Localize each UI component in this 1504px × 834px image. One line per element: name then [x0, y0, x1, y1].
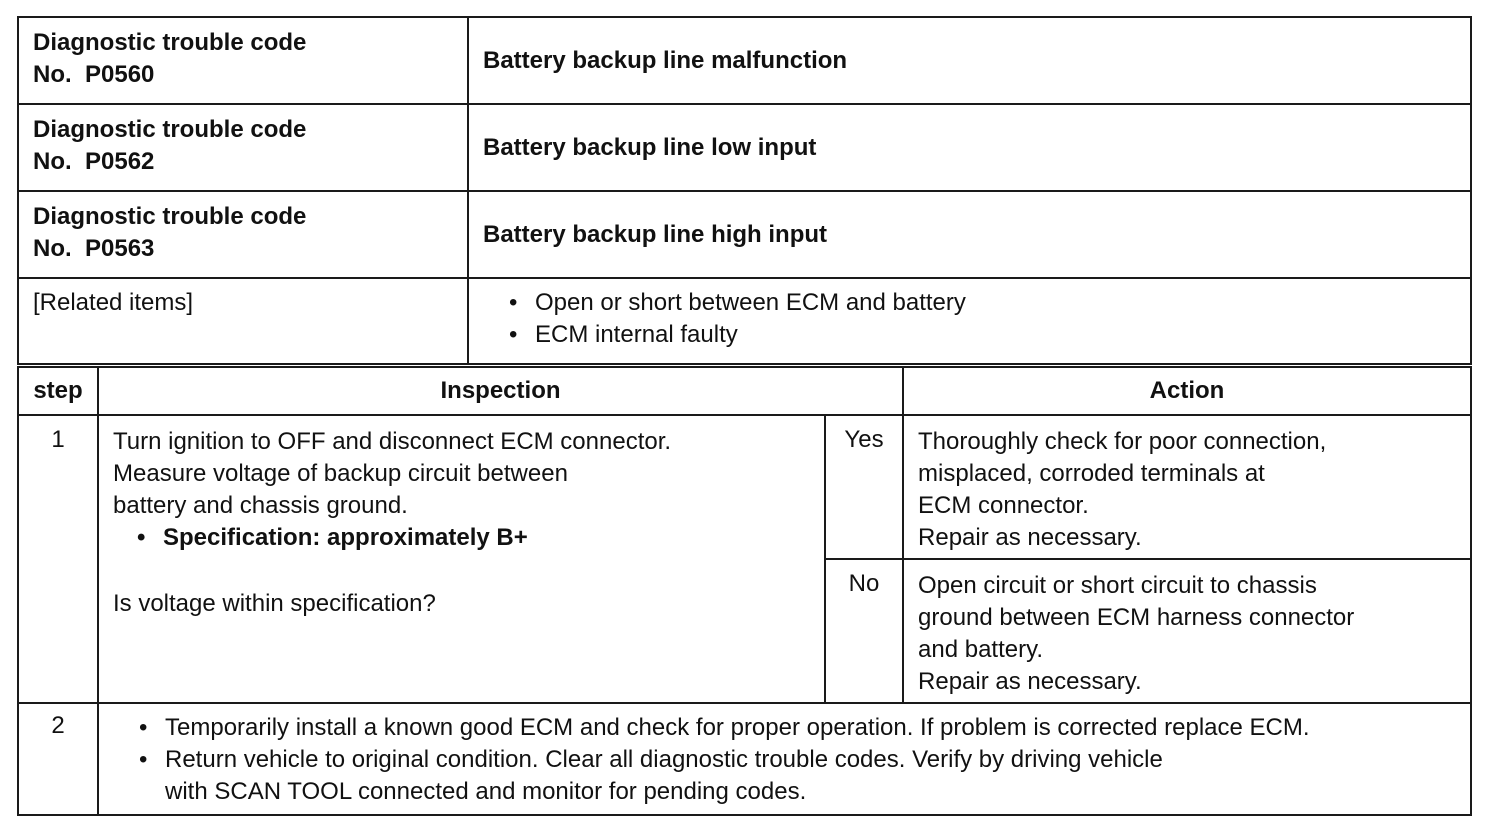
- related-items-label: [Related items]: [17, 277, 469, 365]
- dtc-code-cell: Diagnostic trouble code No. P0562: [17, 103, 469, 192]
- step-number: 2: [17, 702, 99, 816]
- no-label: No: [823, 558, 905, 704]
- step1-no-row: No Open circuit or short circuit to chas…: [18, 558, 1472, 704]
- dtc-description: Battery backup line malfunction: [467, 16, 1472, 105]
- step2-row: 2 •Temporarily install a known good ECM …: [17, 702, 1472, 816]
- step2-item-continuation: with SCAN TOOL connected and monitor for…: [165, 778, 807, 805]
- dtc-row: Diagnostic trouble code No. P0560 Batter…: [17, 16, 1472, 105]
- dtc-description: Battery backup line high input: [467, 190, 1472, 279]
- inspection-line: Turn ignition to OFF and disconnect ECM …: [113, 428, 672, 455]
- bullet-icon: •: [137, 524, 146, 551]
- header-step: step: [17, 366, 99, 416]
- step1-yes-row: 1 Turn ignition to OFF and disconnect EC…: [17, 414, 1472, 704]
- specification: •Specification: approximately B+: [113, 522, 824, 554]
- step-number: 1: [17, 414, 99, 704]
- bullet-icon: •: [139, 714, 148, 741]
- dtc-number: No. P0562: [33, 148, 155, 175]
- dtc-label: Diagnostic trouble code: [33, 29, 307, 56]
- bullet-icon: •: [139, 746, 148, 773]
- related-item: •Open or short between ECM and battery: [509, 287, 1470, 319]
- dtc-number: No. P0560: [33, 61, 155, 88]
- dtc-description: Battery backup line low input: [467, 103, 1472, 192]
- procedure-table: step Inspection Action 1 Turn ignition t…: [17, 366, 1472, 816]
- yes-action: Thoroughly check for poor connection, mi…: [902, 414, 1472, 560]
- dtc-row: Diagnostic trouble code No. P0562 Batter…: [17, 103, 1472, 192]
- inspection-line: Measure voltage of backup circuit betwee…: [113, 460, 568, 487]
- step2-item: •Return vehicle to original condition. C…: [139, 744, 1470, 776]
- dtc-label: Diagnostic trouble code: [33, 203, 307, 230]
- inspection-line: battery and chassis ground.: [113, 492, 408, 519]
- related-items-list: •Open or short between ECM and battery •…: [467, 277, 1472, 365]
- step2-item: •Temporarily install a known good ECM an…: [139, 712, 1470, 744]
- dtc-code-cell: Diagnostic trouble code No. P0560: [17, 16, 469, 105]
- dtc-label: Diagnostic trouble code: [33, 116, 307, 143]
- related-item: •ECM internal faulty: [509, 319, 1470, 351]
- inspection-question: Is voltage within specification?: [113, 590, 436, 617]
- bullet-icon: •: [509, 321, 518, 348]
- bullet-icon: •: [509, 289, 518, 316]
- related-items-row: [Related items] •Open or short between E…: [17, 277, 1472, 365]
- step1-inspection: Turn ignition to OFF and disconnect ECM …: [97, 414, 826, 704]
- dtc-row: Diagnostic trouble code No. P0563 Batter…: [17, 190, 1472, 279]
- procedure-header-row: step Inspection Action: [17, 366, 1472, 416]
- dtc-code-cell: Diagnostic trouble code No. P0563: [17, 190, 469, 279]
- dtc-number: No. P0563: [33, 235, 155, 262]
- header-inspection: Inspection: [96, 366, 905, 416]
- header-action: Action: [902, 366, 1472, 416]
- no-action: Open circuit or short circuit to chassis…: [902, 558, 1472, 704]
- dtc-table: Diagnostic trouble code No. P0560 Batter…: [17, 16, 1472, 365]
- yes-label: Yes: [823, 414, 905, 560]
- step2-content: •Temporarily install a known good ECM an…: [97, 702, 1472, 816]
